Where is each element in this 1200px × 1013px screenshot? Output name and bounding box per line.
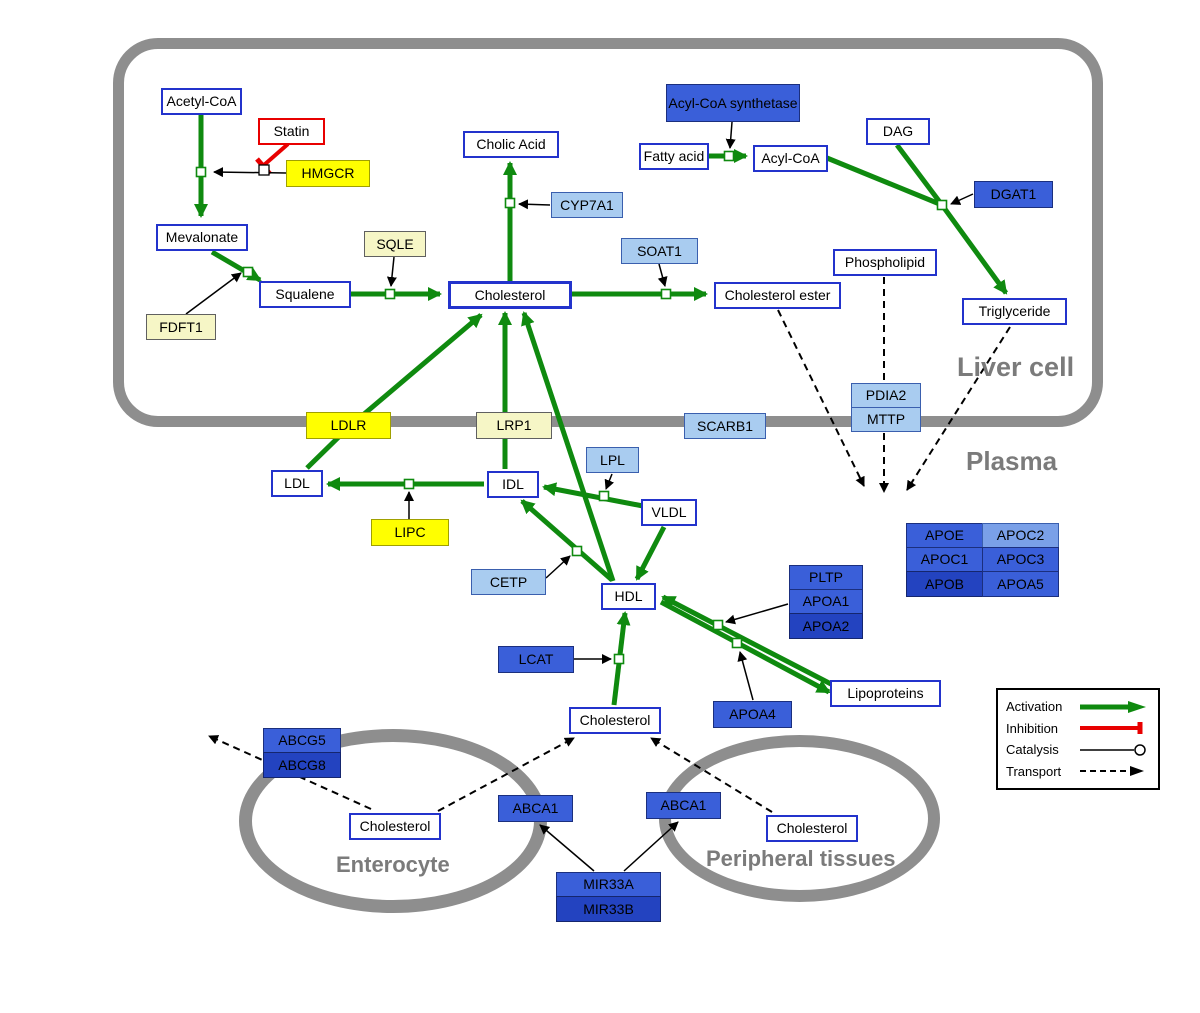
legend-catalysis: Catalysis: [1006, 742, 1150, 757]
node-apoa4[interactable]: APOA4: [713, 701, 792, 728]
node-idl[interactable]: IDL: [487, 471, 539, 498]
legend-activation: Activation: [1006, 699, 1150, 714]
node-vldl[interactable]: VLDL: [641, 499, 697, 526]
node-abcg5[interactable]: ABCG5: [263, 728, 341, 753]
activation-edges: [194, 114, 1009, 706]
node-ldl[interactable]: LDL: [271, 470, 323, 497]
node-mir33b[interactable]: MIR33B: [556, 896, 661, 922]
activation-arrow-icon: [1080, 700, 1146, 713]
transport-arrow-icon: [1080, 766, 1144, 777]
node-scarb1[interactable]: SCARB1: [684, 413, 766, 439]
node-abcg8[interactable]: ABCG8: [263, 752, 341, 778]
legend-inhibition: Inhibition: [1006, 721, 1150, 736]
node-lipc[interactable]: LIPC: [371, 519, 449, 546]
node-pdia2[interactable]: PDIA2: [851, 383, 921, 408]
node-apoa2[interactable]: APOA2: [789, 613, 863, 639]
node-apoc2[interactable]: APOC2: [982, 523, 1059, 548]
node-dgat1[interactable]: DGAT1: [974, 181, 1053, 208]
node-apoa1[interactable]: APOA1: [789, 589, 863, 614]
peripheral-tissues-label: Peripheral tissues: [706, 846, 896, 871]
legend: Activation Inhibition Catalysis Transpor…: [996, 688, 1160, 790]
node-cholesterol-plasma[interactable]: Cholesterol: [569, 707, 661, 734]
node-fatty-acid[interactable]: Fatty acid: [639, 143, 709, 170]
node-apoc3[interactable]: APOC3: [982, 547, 1059, 572]
inhibition-bar-icon: [1080, 722, 1143, 735]
node-soat1[interactable]: SOAT1: [621, 238, 698, 264]
legend-transport-label: Transport: [1006, 763, 1062, 779]
node-apob[interactable]: APOB: [906, 571, 983, 597]
node-pltp[interactable]: PLTP: [789, 565, 863, 590]
node-ldlr[interactable]: LDLR: [306, 412, 391, 439]
node-lpl[interactable]: LPL: [586, 447, 639, 473]
legend-transport: Transport: [1006, 764, 1150, 779]
catalysis-edges: [185, 121, 974, 872]
node-hdl[interactable]: HDL: [601, 583, 656, 610]
node-lipoproteins[interactable]: Lipoproteins: [830, 680, 941, 707]
node-hmgcr[interactable]: HMGCR: [286, 160, 370, 187]
node-lrp1[interactable]: LRP1: [476, 412, 552, 439]
node-acyl-coa-synthetase[interactable]: Acyl-CoA synthetase: [666, 84, 800, 122]
node-mir33a[interactable]: MIR33A: [556, 872, 661, 897]
node-dag[interactable]: DAG: [866, 118, 930, 145]
reaction-nodes: [195, 150, 948, 665]
node-abca1-peripheral[interactable]: ABCA1: [646, 792, 721, 819]
node-apoa5[interactable]: APOA5: [982, 571, 1059, 597]
node-cholesterol-ester[interactable]: Cholesterol ester: [714, 282, 841, 309]
liver-cell-membrane: [113, 38, 1103, 427]
node-lcat[interactable]: LCAT: [498, 646, 574, 673]
node-cyp7a1[interactable]: CYP7A1: [551, 192, 623, 218]
legend-catalysis-label: Catalysis: [1006, 742, 1059, 758]
enterocyte-label: Enterocyte: [336, 852, 450, 877]
catalysis-site-marker: [258, 164, 270, 176]
node-mttp[interactable]: MTTP: [851, 407, 921, 432]
node-cholesterol-liver[interactable]: Cholesterol: [448, 281, 572, 309]
node-cholesterol-enterocyte[interactable]: Cholesterol: [349, 813, 441, 840]
node-apoc1[interactable]: APOC1: [906, 547, 983, 572]
catalysis-circle-icon: [1080, 743, 1146, 756]
node-apoe[interactable]: APOE: [906, 523, 983, 548]
legend-inhibition-label: Inhibition: [1006, 720, 1059, 736]
node-cholesterol-peripheral[interactable]: Cholesterol: [766, 815, 858, 842]
node-mevalonate[interactable]: Mevalonate: [156, 224, 248, 251]
node-acyl-coa[interactable]: Acyl-CoA: [753, 145, 828, 172]
node-phospholipid[interactable]: Phospholipid: [833, 249, 937, 276]
liver-cell-label: Liver cell: [957, 352, 1075, 382]
node-squalene[interactable]: Squalene: [259, 281, 351, 308]
node-cholic-acid[interactable]: Cholic Acid: [463, 131, 559, 158]
node-sqle[interactable]: SQLE: [364, 231, 426, 257]
plasma-label: Plasma: [966, 446, 1058, 476]
node-triglyceride[interactable]: Triglyceride: [962, 298, 1067, 325]
node-acetyl-coa[interactable]: Acetyl-CoA: [161, 88, 242, 115]
node-statin[interactable]: Statin: [258, 118, 325, 145]
node-fdft1[interactable]: FDFT1: [146, 314, 216, 340]
node-cetp[interactable]: CETP: [471, 569, 546, 595]
legend-activation-label: Activation: [1006, 699, 1063, 715]
node-abca1-enterocyte[interactable]: ABCA1: [498, 795, 573, 822]
